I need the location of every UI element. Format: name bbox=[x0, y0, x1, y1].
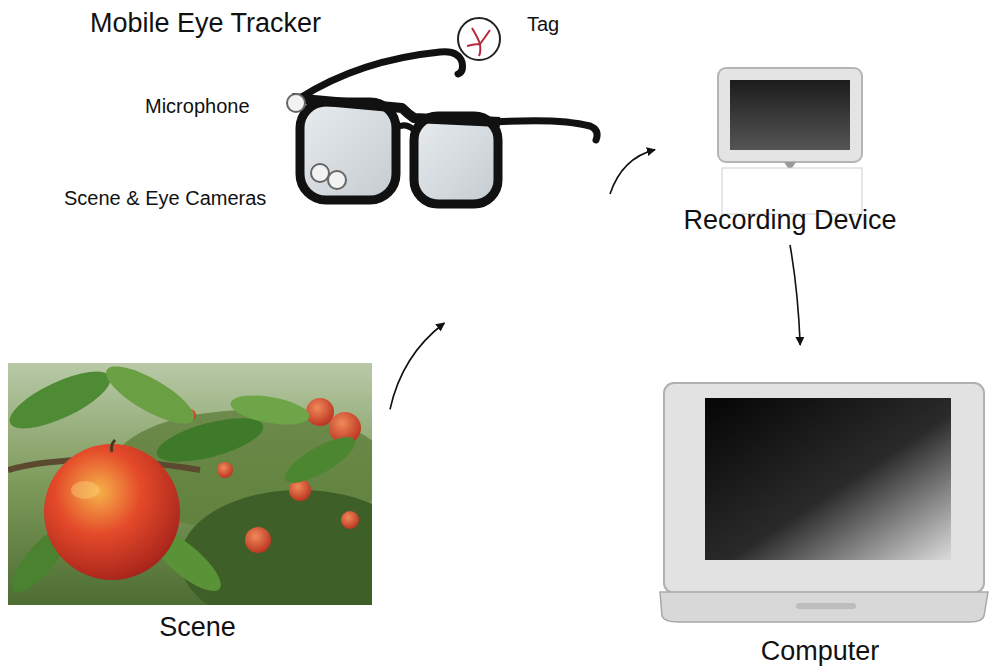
recording-device-drawing bbox=[718, 68, 862, 214]
eye-tracker-node: Mobile Eye Tracker bbox=[250, 65, 610, 323]
part-label: Microphone bbox=[145, 95, 250, 118]
recording-device-node: Recording Device bbox=[655, 65, 925, 245]
node-label: Tag bbox=[527, 13, 559, 36]
flow-arrow bbox=[390, 323, 444, 409]
computer-node: Computer bbox=[655, 345, 985, 670]
node-label: Computer bbox=[761, 636, 880, 667]
node-label: Recording Device bbox=[683, 205, 896, 236]
scene-node: Scene bbox=[5, 360, 390, 650]
laptop-drawing bbox=[660, 383, 988, 622]
tag-marker bbox=[458, 18, 500, 60]
tag-node: Tag bbox=[457, 17, 501, 61]
part-label: Scene & Eye Cameras bbox=[64, 187, 266, 210]
flow-arrow bbox=[790, 245, 800, 345]
eye-tracker-glasses bbox=[287, 52, 597, 204]
flow-arrow bbox=[610, 150, 655, 194]
node-label: Mobile Eye Tracker bbox=[90, 8, 321, 39]
apple-photo bbox=[8, 363, 372, 605]
node-label: Scene bbox=[159, 612, 236, 643]
